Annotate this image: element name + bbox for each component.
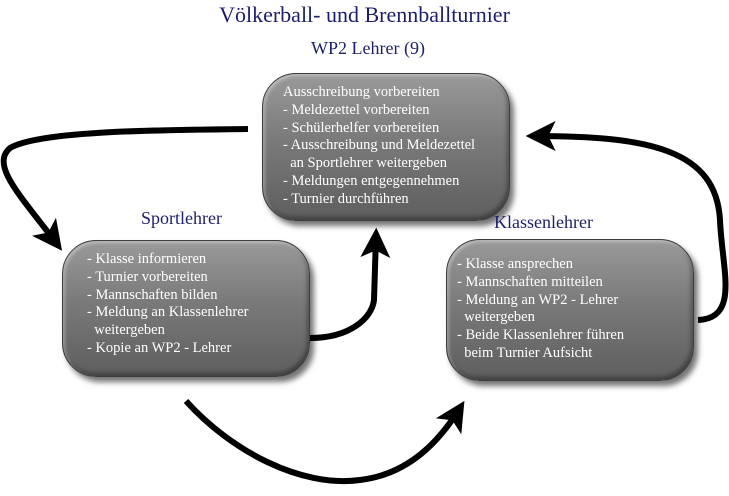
list-item: - Beide Klassenlehrer führen (457, 327, 625, 344)
sportlehrer-list: - Klasse informieren - Turnier vorbereit… (63, 241, 309, 358)
arrow-sportlehrer-to-wp2 (309, 227, 391, 341)
list-item: Ausschreibung vorbereiten (283, 84, 440, 100)
klassenlehrer-list: - Klasse ansprechen - Mannschaften mitte… (447, 240, 693, 363)
list-item: - Meldung an WP2 - Lehrer (457, 291, 619, 308)
wp2-list: Ausschreibung vorbereiten - Meldezettel … (263, 74, 509, 209)
list-item: - Meldung an Klassenlehrer (87, 304, 249, 321)
list-item: weitergeben (87, 322, 165, 339)
sportlehrer-box: - Klasse informieren - Turnier vorbereit… (62, 240, 310, 377)
list-item: - Ausschreibung und Meldezettel (283, 137, 476, 154)
list-item: weitergeben (457, 309, 535, 326)
wp2-heading: WP2 Lehrer (9) (311, 38, 425, 58)
list-item: - Schülerhelfer vorbereiten (283, 119, 440, 136)
list-item: an Sportlehrer weitergeben (283, 155, 448, 172)
list-item: - Kopie an WP2 - Lehrer (87, 339, 232, 356)
sportlehrer-heading: Sportlehrer (141, 208, 222, 228)
klassenlehrer-heading: Klassenlehrer (494, 212, 593, 232)
list-item: - Turnier durchführen (283, 190, 409, 207)
klassenlehrer-box: - Klasse ansprechen - Mannschaften mitte… (446, 239, 694, 381)
list-item: - Mannschaften bilden (87, 286, 218, 303)
list-item: - Turnier vorbereiten (87, 268, 208, 285)
arrow-wp2-to-sportlehrer (0, 126, 249, 251)
list-item: - Klasse ansprechen (457, 256, 573, 272)
diagram-title: Völkerball- und Brennballturnier (219, 2, 510, 27)
arrow-sportlehrer-to-klassenlehrer (183, 398, 465, 484)
arrow-klassenlehrer-to-wp2 (525, 121, 729, 323)
wp2-box: Ausschreibung vorbereiten - Meldezettel … (262, 73, 510, 221)
list-item: - Mannschaften mitteilen (457, 273, 603, 290)
list-item: - Klasse informieren (87, 251, 207, 267)
list-item: beim Turnier Aufsicht (457, 344, 593, 361)
list-item: - Meldezettel vorbereiten (283, 101, 430, 118)
list-item: - Meldungen entgegennehmen (283, 172, 460, 189)
